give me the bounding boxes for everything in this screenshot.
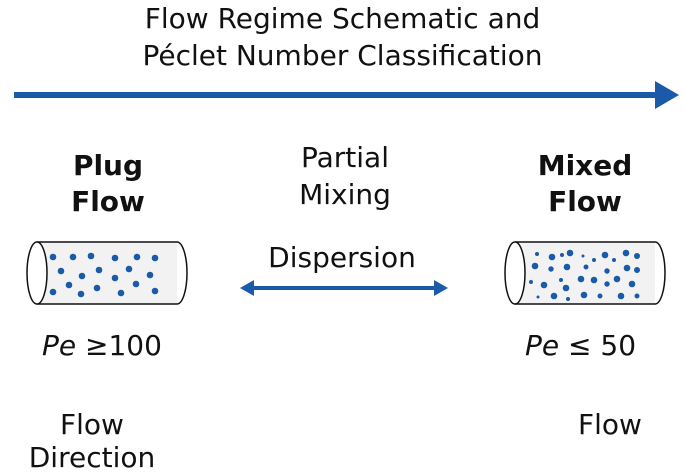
- particle: [151, 287, 159, 295]
- plug-flow-peclet-condition: Pe ≥100: [42, 332, 162, 360]
- particle: [613, 275, 621, 283]
- particle: [49, 253, 57, 261]
- dispersion-arrow-shaft: [252, 286, 436, 290]
- mixed-flow-label-line1: Mixed: [537, 149, 633, 182]
- flow-direction-arrow: [14, 81, 679, 109]
- peclet-symbol: Pe: [525, 329, 560, 362]
- particle: [93, 284, 101, 292]
- peclet-threshold: ≤ 50: [568, 329, 637, 362]
- particle: [125, 265, 133, 273]
- particle: [604, 281, 610, 287]
- particle: [57, 267, 65, 275]
- flow-direction-label-line1: Flow: [60, 408, 124, 441]
- particle: [49, 288, 57, 296]
- cylinder-body: [37, 242, 177, 304]
- mixed-flow-peclet-condition: Pe ≤ 50: [525, 332, 636, 360]
- particle: [531, 262, 539, 270]
- particle: [581, 254, 585, 258]
- particle: [87, 252, 95, 260]
- particle: [540, 281, 548, 289]
- particle: [559, 278, 563, 282]
- cylinder-left-end: [504, 241, 526, 305]
- particle: [622, 249, 630, 257]
- particle: [577, 275, 585, 283]
- uniform-particles: [49, 252, 159, 298]
- particle: [550, 292, 558, 300]
- peclet-threshold: ≥100: [85, 329, 162, 362]
- particle: [95, 266, 103, 274]
- particle: [617, 292, 625, 300]
- particle: [69, 253, 77, 261]
- particle: [65, 281, 73, 289]
- particle: [604, 268, 610, 274]
- particle: [623, 264, 631, 272]
- partial-mixing-label-line2: Mixing: [299, 178, 391, 211]
- particle: [117, 289, 125, 297]
- particle: [601, 251, 609, 259]
- particle: [77, 290, 85, 298]
- dispersion-arrow-head-right: [434, 280, 448, 296]
- mixed-flow-cylinder: [504, 241, 666, 305]
- particle: [132, 280, 140, 288]
- flow-arrow-head: [655, 81, 679, 109]
- particle: [592, 258, 596, 262]
- particle: [562, 284, 570, 292]
- particle: [111, 254, 119, 262]
- particle: [566, 297, 570, 301]
- particle: [151, 254, 159, 262]
- flow-label-right: Flow: [578, 408, 642, 441]
- particle: [529, 280, 533, 284]
- cylinder-right-end: [654, 241, 666, 305]
- plug-flow-label-line1: Plug: [72, 149, 144, 182]
- particle: [560, 253, 564, 257]
- particle: [133, 253, 141, 261]
- particle: [548, 253, 556, 261]
- title-line-2: Péclet Number Classification: [142, 39, 543, 72]
- particle: [583, 264, 589, 270]
- particle: [634, 267, 640, 273]
- particle: [78, 272, 86, 280]
- particle: [563, 263, 571, 271]
- dispersion-label: Dispersion: [268, 241, 416, 274]
- particle: [566, 249, 574, 257]
- particle: [580, 291, 588, 299]
- particle: [634, 293, 640, 299]
- particle: [597, 293, 603, 299]
- peclet-symbol: Pe: [42, 329, 77, 362]
- particle: [548, 266, 554, 272]
- particle: [634, 253, 640, 259]
- dispersion-arrow: [240, 280, 448, 296]
- particle: [612, 258, 616, 262]
- title-line-1: Flow Regime Schematic and: [144, 2, 541, 35]
- dispersion-arrow-head-left: [240, 280, 254, 296]
- partial-mixing-label-line1: Partial: [301, 141, 389, 174]
- cylinder-right-end: [176, 241, 188, 305]
- particle: [628, 280, 636, 288]
- flow-direction-label-line2: Direction: [28, 441, 156, 474]
- flow-arrow-shaft: [14, 92, 658, 98]
- mixed-flow-label-line2: Flow: [548, 185, 622, 218]
- particle: [590, 276, 598, 284]
- particle: [146, 271, 154, 279]
- mixed-particles: [529, 249, 640, 301]
- cylinder-left-end: [26, 241, 48, 305]
- plug-flow-label-line2: Flow: [71, 185, 145, 218]
- particle: [535, 252, 539, 256]
- particle: [536, 295, 540, 299]
- particle: [111, 274, 119, 282]
- plug-flow-cylinder: [26, 241, 188, 305]
